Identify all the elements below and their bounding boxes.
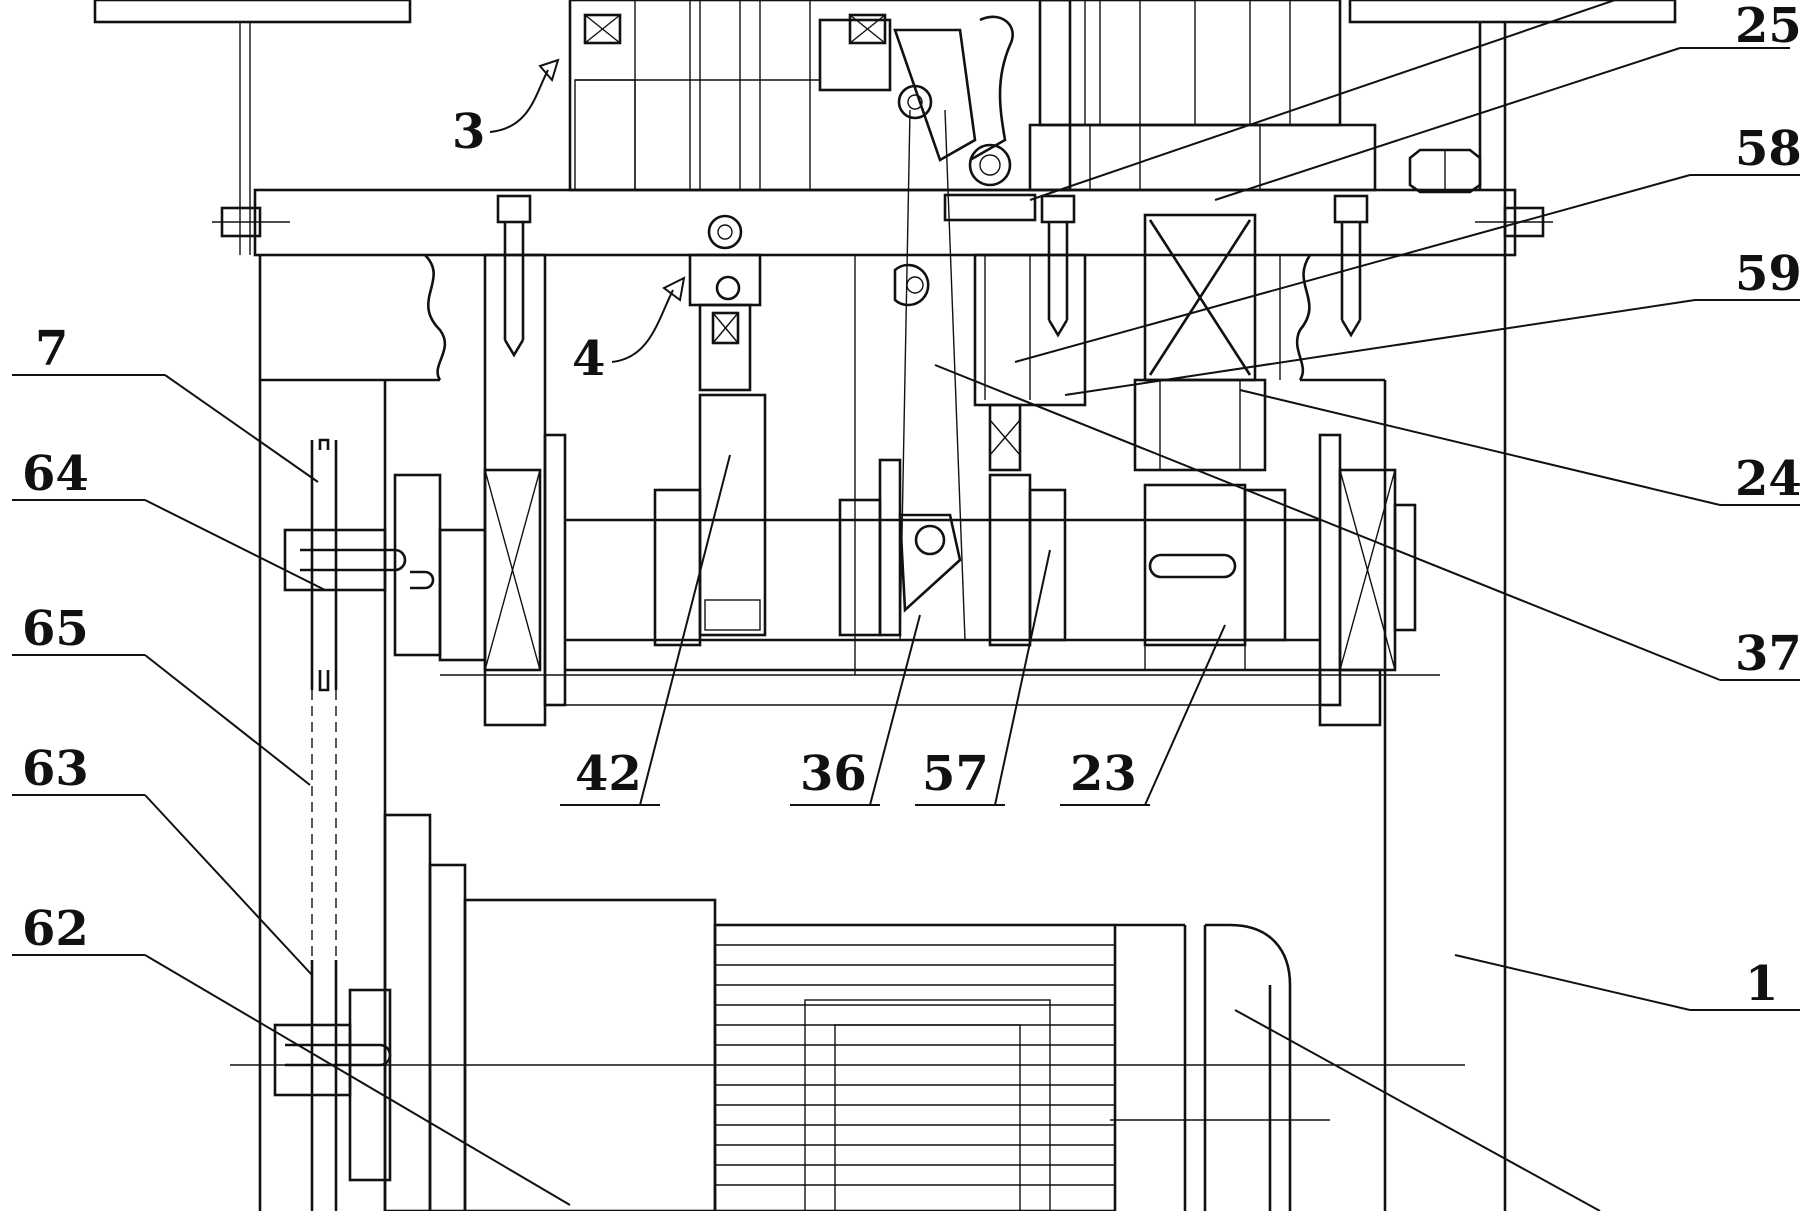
label-58: 58 <box>1735 121 1802 177</box>
followers <box>688 213 1281 675</box>
sprocket-drive <box>230 438 1465 1211</box>
cross-plate <box>212 188 1553 358</box>
part-labels: 3 4 7 64 65 63 62 42 36 57 23 25 58 59 2… <box>22 0 1802 1012</box>
lever-arm <box>893 15 1014 641</box>
label-23: 23 <box>1070 746 1137 802</box>
label-42: 42 <box>575 746 642 802</box>
label-7: 7 <box>35 321 68 377</box>
label-62: 62 <box>22 901 89 957</box>
label-24: 24 <box>1735 451 1802 507</box>
label-64: 64 <box>22 446 89 502</box>
label-25: 25 <box>1735 0 1802 54</box>
cam-shaft <box>393 253 1440 727</box>
label-3: 3 <box>452 104 485 160</box>
label-37: 37 <box>1735 626 1802 682</box>
label-1: 1 <box>1745 956 1778 1012</box>
label-57: 57 <box>922 746 989 802</box>
label-59: 59 <box>1735 246 1802 302</box>
main-frame <box>258 254 1507 1211</box>
label-36: 36 <box>800 746 867 802</box>
leader-lines <box>12 0 1800 1211</box>
label-63: 63 <box>22 741 89 797</box>
motor <box>383 813 1330 1211</box>
label-4: 4 <box>572 331 605 387</box>
label-65: 65 <box>22 601 89 657</box>
